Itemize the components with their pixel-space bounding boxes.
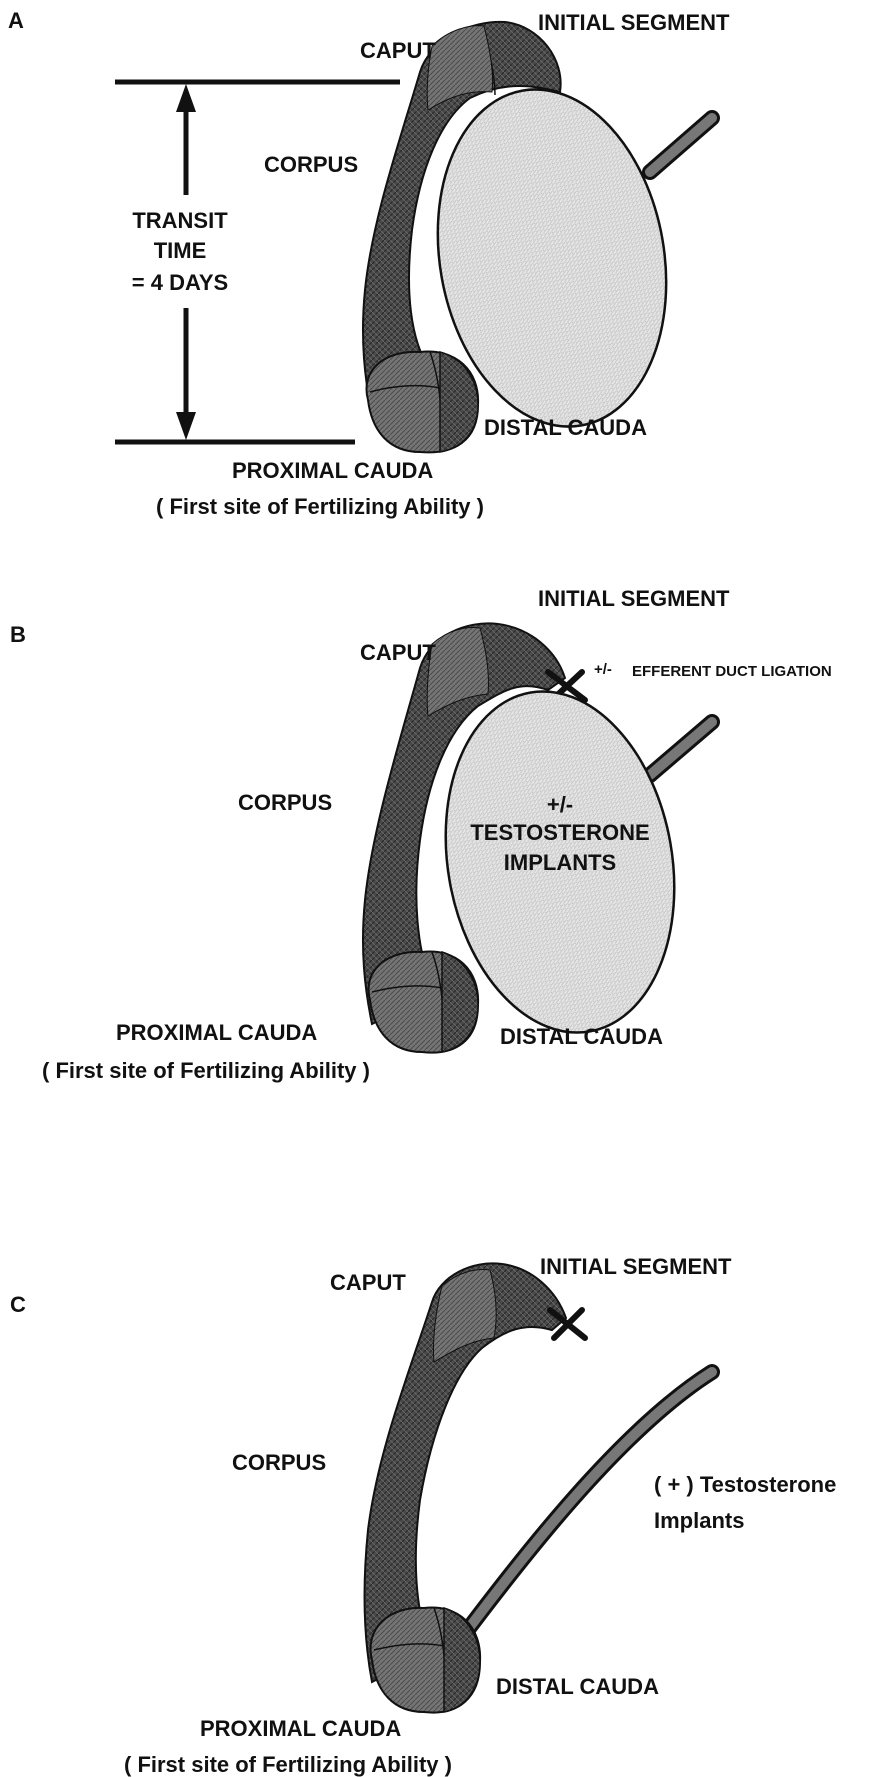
label-proximal-cauda: PROXIMAL CAUDA (116, 1020, 317, 1045)
label-distal-cauda: DISTAL CAUDA (484, 415, 647, 440)
label-proximal-cauda: PROXIMAL CAUDA (232, 458, 433, 483)
label-corpus: CORPUS (238, 790, 332, 815)
distal-cauda-region (442, 952, 478, 1052)
label-corpus: CORPUS (264, 152, 358, 177)
panel-b: B INITIAL SEGMENT CAPUT +/- EFFERENT DUC… (10, 586, 832, 1083)
panel-letter-c: C (10, 1292, 26, 1317)
label-corpus: CORPUS (232, 1450, 326, 1475)
distal-cauda-region (440, 352, 478, 452)
label-first-site: ( First site of Fertilizing Ability ) (124, 1752, 452, 1777)
label-transit-2: TIME (154, 238, 207, 263)
label-initial-segment: INITIAL SEGMENT (538, 10, 730, 35)
label-implant-2: Implants (654, 1508, 744, 1533)
label-ligation-sign: +/- (594, 661, 612, 678)
transit-arrow-up-head (176, 84, 196, 112)
label-proximal-cauda: PROXIMAL CAUDA (200, 1716, 401, 1741)
label-distal-cauda: DISTAL CAUDA (496, 1674, 659, 1699)
panel-letter-b: B (10, 622, 26, 647)
label-first-site: ( First site of Fertilizing Ability ) (42, 1058, 370, 1083)
label-caput: CAPUT (330, 1270, 406, 1295)
label-ligation: EFFERENT DUCT LIGATION (632, 663, 832, 680)
panel-a: A INITIAL SEG (8, 8, 730, 519)
transit-arrow-down-head (176, 412, 196, 440)
label-initial-segment: INITIAL SEGMENT (540, 1254, 732, 1279)
panel-c: C INITIAL SEGMENT CAPUT CORPUS ( + ) Tes… (10, 1254, 836, 1777)
label-caput: CAPUT (360, 38, 436, 63)
label-first-site: ( First site of Fertilizing Ability ) (156, 494, 484, 519)
panel-letter-a: A (8, 8, 24, 33)
label-testis-2: TESTOSTERONE (470, 820, 649, 845)
label-testis-1: +/- (547, 792, 573, 817)
label-testis-3: IMPLANTS (504, 850, 616, 875)
label-distal-cauda: DISTAL CAUDA (500, 1024, 663, 1049)
label-transit-1: TRANSIT (132, 208, 228, 233)
vas-deferens (460, 1372, 712, 1640)
label-initial-segment: INITIAL SEGMENT (538, 586, 730, 611)
label-transit-3: = 4 DAYS (132, 270, 228, 295)
label-caput: CAPUT (360, 640, 436, 665)
label-implant-1: ( + ) Testosterone (654, 1472, 836, 1497)
